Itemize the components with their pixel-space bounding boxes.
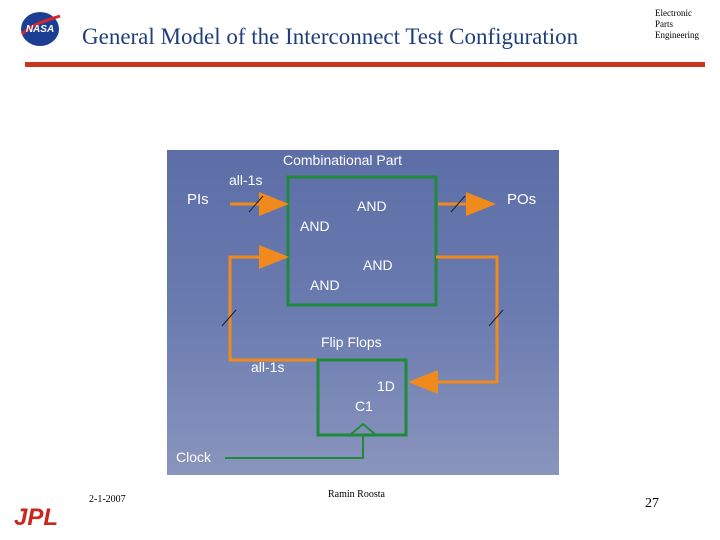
and-label: AND: [363, 257, 393, 273]
feedback-right-path: [408, 255, 499, 394]
jpl-logo: JPL: [14, 504, 58, 530]
feedback-left-path: [228, 245, 318, 362]
page-number: 27: [645, 496, 659, 511]
right-bus-slash: [488, 309, 504, 327]
header-rule: [25, 62, 705, 67]
dept-line: Electronic: [655, 8, 692, 18]
dept-line: Engineering: [655, 30, 699, 40]
flipflops-title: Flip Flops: [321, 334, 382, 350]
and-label: AND: [310, 277, 340, 293]
jpl-logo-text: JPL: [14, 504, 58, 530]
all1s-bottom-label: all-1s: [251, 359, 284, 375]
clock-label: Clock: [176, 449, 212, 465]
nasa-logo-text: NASA: [26, 24, 54, 35]
left-bus-slash: [221, 309, 237, 327]
department-label: Electronic Parts Engineering: [655, 8, 715, 41]
footer-date: 2-1-2007: [89, 494, 126, 505]
pos-label: POs: [507, 191, 536, 208]
ff-1d-label: 1D: [377, 378, 395, 394]
page-title: General Model of the Interconnect Test C…: [82, 24, 579, 49]
combinational-box: [286, 175, 438, 307]
dept-line: Parts: [655, 19, 673, 29]
all1s-top-label: all-1s: [229, 172, 262, 188]
nasa-logo: NASA: [20, 12, 61, 46]
ff-c1-label: C1: [355, 398, 373, 414]
clock-input-triangle: [349, 422, 377, 436]
combinational-title: Combinational Part: [283, 152, 402, 168]
pis-label: PIs: [187, 191, 209, 208]
pos-bus-slash: [450, 195, 466, 213]
footer-author: Ramin Roosta: [328, 489, 385, 500]
pis-bus-slash: [248, 195, 264, 213]
and-label: AND: [357, 198, 387, 214]
interconnect-diagram: Combinational Part PIs all-1s POs AND AN…: [167, 150, 559, 475]
clock-line: [225, 435, 364, 459]
and-label: AND: [300, 218, 330, 234]
